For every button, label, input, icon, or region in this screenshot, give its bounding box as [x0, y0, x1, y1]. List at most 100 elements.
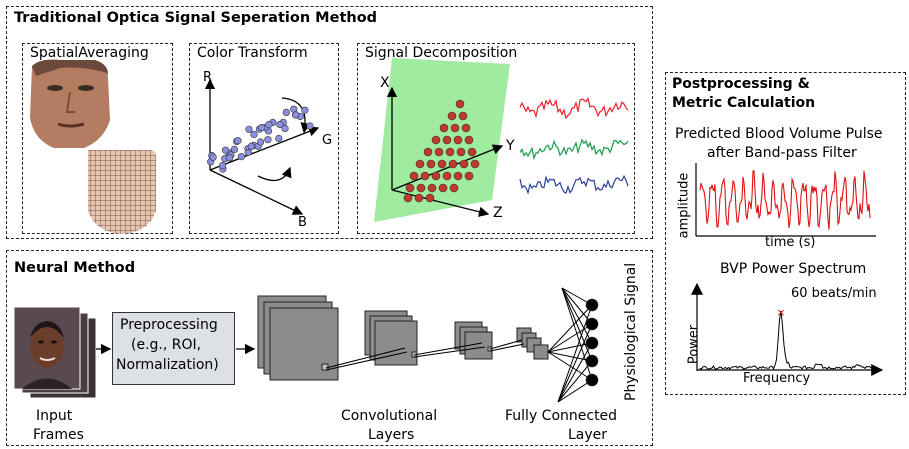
- spatial-averaging-panel: [22, 43, 173, 234]
- color-space-point: [306, 122, 314, 130]
- axis-x-label: X: [380, 75, 390, 91]
- color-space-point: [258, 123, 266, 132]
- input-frames-label-1: Input: [36, 408, 73, 424]
- spectrum-title: BVP Power Spectrum: [720, 261, 867, 277]
- axis-z-label: Z: [493, 205, 503, 221]
- preprocessing-label-2: (e.g., ROI,: [131, 337, 202, 353]
- fc-nodes: [585, 298, 599, 387]
- decomposition-point: [416, 183, 426, 193]
- color-space-point: [226, 154, 234, 162]
- decomposition-point: [453, 171, 463, 181]
- fc-edge: [557, 323, 593, 403]
- color-space-axes: [204, 78, 320, 215]
- decomposition-point: [420, 171, 430, 181]
- svg-text:×: ×: [776, 306, 785, 319]
- bvp-plot: [695, 163, 876, 237]
- decomposition-point: [447, 111, 457, 121]
- decomposition-point: [464, 171, 474, 181]
- neural-method-panel: [6, 250, 653, 446]
- decomposition-point: [431, 171, 441, 181]
- decomposition-point: [470, 159, 480, 169]
- fc-node: [585, 298, 599, 312]
- decomposition-point: [414, 193, 424, 203]
- fc-edge: [561, 287, 593, 362]
- separated-signals: [519, 97, 629, 195]
- decomposition-point: [445, 147, 455, 157]
- conv-layers: [257, 295, 549, 381]
- decomposition-point: [437, 159, 447, 169]
- decomposition-point: [434, 147, 444, 157]
- decomposition-point: [431, 135, 441, 145]
- color-space-point: [265, 120, 273, 129]
- decomposition-points: [403, 99, 480, 203]
- color-space-point: [276, 120, 284, 129]
- fc-edge: [557, 304, 593, 403]
- conv-layers-label-1: Convolutional: [341, 408, 438, 424]
- decomposition-point: [459, 159, 469, 169]
- spatial-averaging-label: SpatialAveraging: [30, 45, 149, 61]
- color-space-point: [245, 125, 253, 133]
- traditional-method-title: Traditional Optica Signal Seperation Met…: [14, 10, 378, 26]
- decomposition-point: [467, 147, 477, 157]
- fc-layer-label-2: Layer: [568, 427, 608, 443]
- input-frames-label-2: Frames: [33, 427, 84, 443]
- decomposition-point: [439, 123, 449, 133]
- color-space-point: [301, 106, 309, 114]
- bvp-xlabel: time (s): [765, 235, 816, 250]
- decomposition-point: [450, 123, 460, 133]
- color-space-point: [282, 108, 290, 116]
- color-space-point: [219, 162, 227, 170]
- color-space-point: [221, 146, 230, 154]
- spectrum-xlabel: Frequency: [743, 371, 811, 386]
- color-space-point: [230, 145, 238, 153]
- color-space-point: [275, 134, 283, 143]
- preprocessing-label-3: Normalization): [116, 357, 219, 373]
- traditional-method-panel: [6, 6, 653, 239]
- fc-edge: [547, 351, 593, 362]
- fc-node: [585, 336, 599, 350]
- decomposition-point: [423, 147, 433, 157]
- fc-layer-label-1: Fully Connected: [505, 408, 618, 424]
- axis-g-label: G: [322, 133, 333, 148]
- color-space-point: [237, 153, 245, 161]
- decomposition-point: [426, 159, 436, 169]
- decomposition-point: [425, 193, 435, 203]
- gridded-face-icon: [88, 150, 156, 234]
- decomposition-point: [409, 171, 419, 181]
- bvp-title-1: Predicted Blood Volume Pulse: [675, 126, 883, 142]
- signal-decomposition-label: Signal Decomposition: [365, 45, 518, 61]
- preprocessing-box: [112, 312, 235, 385]
- spectrum-plot: ×: [691, 282, 884, 376]
- fc-node: [585, 373, 599, 387]
- fc-edge: [561, 287, 593, 325]
- fc-node: [585, 354, 599, 368]
- fc-edge: [561, 287, 593, 344]
- color-space-point: [244, 148, 252, 156]
- decomposition-point: [448, 159, 458, 169]
- color-space-point: [234, 137, 242, 145]
- color-space-point: [247, 142, 255, 150]
- conv-connections: [325, 339, 525, 371]
- decomposition-point: [449, 183, 459, 193]
- fc-edge: [557, 360, 593, 403]
- postprocessing-title-2: Metric Calculation: [672, 95, 816, 111]
- decomposition-point: [464, 135, 474, 145]
- peak-label: 60 beats/min: [791, 286, 877, 301]
- fc-edge: [547, 304, 593, 353]
- fc-connections: [547, 287, 593, 403]
- projection-plane: [374, 58, 510, 222]
- face-image: [30, 59, 110, 148]
- color-transform-label: Color Transform: [197, 45, 308, 61]
- color-transform-panel: [189, 43, 339, 234]
- fc-edge: [557, 379, 593, 403]
- color-space-point: [292, 111, 300, 119]
- decomposition-point: [453, 135, 463, 145]
- preprocessing-label-1: Preprocessing: [120, 317, 218, 333]
- color-space-point: [209, 153, 217, 161]
- color-space-point: [257, 138, 265, 146]
- decomposition-point: [405, 183, 415, 193]
- decomposition-point: [461, 123, 471, 133]
- fc-node: [585, 317, 599, 331]
- color-space-point: [250, 130, 258, 139]
